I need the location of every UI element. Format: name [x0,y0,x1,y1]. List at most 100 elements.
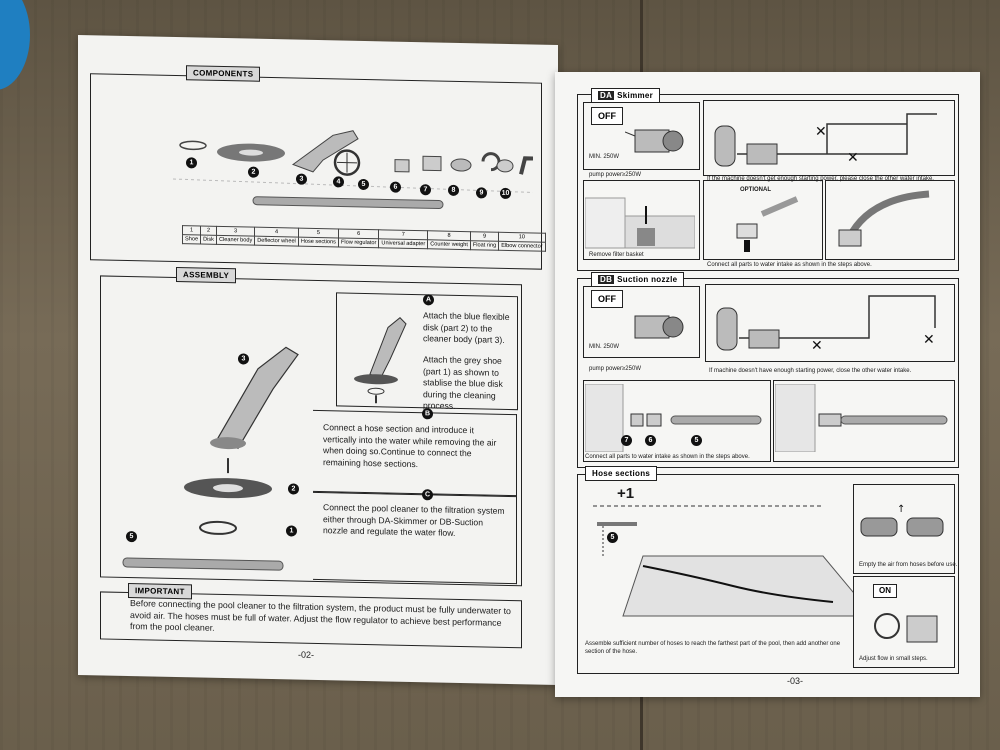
min-power-label: MIN. 250W [589,154,620,160]
step-b-badge: B [422,408,433,420]
component-number: 4 [333,176,344,188]
da-optional-panel [703,180,823,260]
svg-text:✕: ✕ [847,150,859,166]
component-number: 3 [296,173,307,185]
table-cell: Disk [200,235,217,245]
important-label: IMPORTANT [128,583,192,600]
da-start-note: If the machine doesn't get enough starti… [707,176,934,182]
suction-system-diagram: ✕ ✕ [716,295,936,354]
part-number: 2 [288,483,299,495]
table-cell: Shoe [182,234,201,245]
pump-power-note: pump power≥250W [589,172,641,178]
component-number: 2 [248,166,259,178]
page-number: -03- [787,676,804,686]
components-label: COMPONENTS [186,65,261,82]
table-cell: Elbow connector [498,241,546,252]
table-cell: Cleaner body [216,235,255,246]
assembly-exploded-illustration [122,346,299,571]
part-number: 5 [607,532,618,543]
empty-air-panel [853,484,955,574]
components-illustration [173,130,533,210]
assemble-hose-note: Assemble sufficient number of hoses to r… [585,641,841,655]
component-number: 5 [358,178,369,191]
pump-icon [625,129,684,153]
suction-connect-illustration-left [585,384,762,452]
da-connect-panel [825,180,955,260]
table-cell: Universal adapter [378,238,428,249]
db-connect-panel-left [583,380,771,462]
svg-text:✕: ✕ [811,338,823,354]
component-number: 6 [390,181,401,193]
da-skimmer-box [577,94,959,271]
off-switch: OFF [591,107,623,125]
db-connect-panel-right [773,380,955,462]
connect-hose-illustration [838,190,930,247]
db-suction-box [577,278,959,468]
skimmer-system-diagram: ✕ ✕ [714,113,937,167]
left-page: COMPONENTS 1 2 3 4 5 6 7 8 9 10 [78,34,558,686]
assembly-label: ASSEMBLY [176,267,237,284]
suction-connect-illustration-right [775,384,948,452]
component-number: 9 [476,187,487,199]
optional-label: OPTIONAL [740,187,771,193]
part-number: 6 [645,435,656,446]
remove-basket-note: Remove filter basket [589,252,644,258]
db-system-panel [705,284,955,362]
adjust-flow-note: Adjust flow in small steps. [859,656,928,662]
step-a-illustration [354,317,407,404]
remove-basket-illustration [585,197,695,249]
pump-icon [634,315,684,339]
off-switch: OFF [591,290,623,308]
table-cell: Hose sections [298,237,339,247]
table-cell: Deflector wheel [254,236,299,247]
step-a-badge: A [423,294,434,306]
da-connect-note: Connect all parts to water intake as sho… [707,262,872,268]
optional-weight-illustration [736,196,799,252]
step-b-text: Connect a hose section and introduce it … [323,422,497,469]
step-c-text: Connect the pool cleaner to the filtrati… [323,502,505,538]
page-number: -02- [298,649,315,660]
svg-text:↑: ↑ [897,504,905,515]
on-switch: ON [873,584,897,598]
da-pump-panel [583,102,700,170]
plus-one-label: +1 [617,485,635,502]
empty-air-illustration: ↑ [860,504,944,537]
component-number: 7 [420,184,431,196]
step-a-text: Attach the grey shoe (part 1) as shown t… [423,354,503,411]
component-number: 10 [500,187,511,200]
part-number: 5 [691,435,702,446]
da-label-text: Skimmer [617,91,654,100]
part-number: 5 [126,530,137,543]
da-tag: DA [598,91,615,100]
component-number: 1 [186,157,197,169]
flow-regulator-illustration [874,613,938,643]
db-tag: DB [598,275,615,284]
part-number: 1 [286,525,297,537]
min-power-label: MIN. 250W [589,344,620,350]
hose-sections-box [577,474,959,674]
db-label-text: Suction nozzle [617,275,678,284]
da-system-panel [703,100,955,176]
db-pump-panel [583,286,700,358]
component-number: 8 [448,184,459,196]
table-cell: 1 [182,225,201,236]
step-a-text: Attach the blue flexible disk (part 2) t… [423,310,510,345]
adjust-flow-panel [853,576,955,668]
db-start-note: If machine doesn't have enough starting … [709,368,912,374]
da-basket-panel [583,180,700,260]
part-number: 3 [238,353,249,365]
hose-sections-label: Hose sections [585,466,658,481]
db-connect-note: Connect all parts to water intake as sho… [585,454,750,460]
svg-text:✕: ✕ [815,124,827,140]
part-number: 7 [621,435,632,446]
pool-hose-diagram [593,505,853,617]
table-cell: Counter weight [427,239,471,250]
table-cell: 2 [200,226,217,236]
step-c-badge: C [422,489,433,501]
table-cell: Float ring [470,240,499,251]
table-cell: Flow regulator [338,237,379,248]
